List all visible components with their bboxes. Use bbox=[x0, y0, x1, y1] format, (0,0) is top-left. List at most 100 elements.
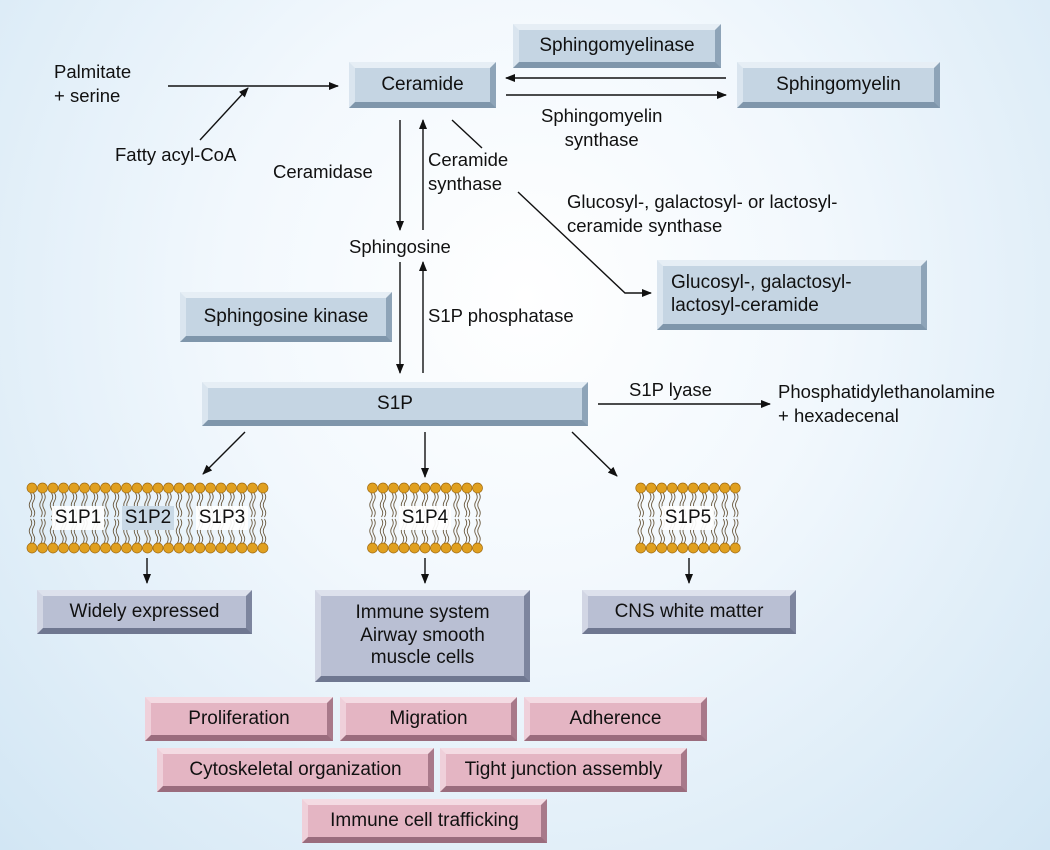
proliferation-box: Proliferation bbox=[145, 697, 333, 741]
lipid-tail bbox=[382, 492, 387, 518]
lipid-head bbox=[635, 482, 647, 494]
products-line2: + hexadecenal bbox=[778, 405, 899, 427]
lipid-tail bbox=[474, 518, 478, 544]
lipid-head bbox=[236, 542, 248, 554]
lipid-tail bbox=[31, 518, 36, 544]
lipid-tail bbox=[466, 492, 471, 518]
lipid-head bbox=[388, 482, 399, 494]
lipid-head bbox=[79, 482, 90, 494]
lipid-tail bbox=[637, 492, 641, 518]
receptor-s1p3: S1P3 bbox=[195, 506, 249, 530]
lipid-head bbox=[152, 542, 164, 554]
ceramidase-label: Ceramidase bbox=[273, 161, 373, 182]
lipid-head bbox=[173, 542, 185, 554]
lipid-head bbox=[472, 482, 483, 494]
lipid-tail bbox=[658, 492, 662, 518]
tight-junction-box: Tight junction assembly bbox=[440, 748, 687, 792]
palmitate-line1: Palmitate bbox=[54, 61, 132, 82]
lipid-tail bbox=[393, 492, 397, 518]
lipid-tail bbox=[28, 492, 33, 518]
lipid-head bbox=[184, 542, 195, 554]
lipid-head bbox=[110, 542, 122, 554]
lipid-head bbox=[215, 542, 227, 554]
lipid-head bbox=[131, 482, 143, 494]
lipid-head bbox=[110, 482, 122, 494]
line-ceramide-synthase bbox=[451, 119, 483, 149]
lipid-tail bbox=[453, 518, 457, 544]
lipid-tail bbox=[186, 518, 190, 544]
lipid-tail bbox=[42, 518, 46, 544]
lipid-head bbox=[367, 482, 378, 494]
lipid-head bbox=[440, 482, 452, 494]
lipid-tail bbox=[714, 518, 718, 544]
lipid-tail bbox=[732, 492, 736, 518]
lipid-tail bbox=[252, 492, 256, 518]
lipid-tail bbox=[390, 518, 394, 544]
membrane-s1p4: S1P4 bbox=[367, 482, 483, 554]
lipid-head bbox=[687, 482, 699, 494]
glycosyl-ceramide-line1: Glucosyl-, galactosyl- bbox=[671, 272, 852, 294]
products-label: Phosphatidylethanolamine + hexadecenal bbox=[778, 380, 995, 428]
lipid-head bbox=[461, 542, 473, 554]
lipid-tail bbox=[175, 492, 180, 518]
lipid-head bbox=[698, 482, 710, 494]
s1p-box: S1P bbox=[202, 382, 588, 426]
lipid-tail bbox=[735, 518, 739, 544]
lipid-head bbox=[698, 542, 710, 554]
lipid-head bbox=[440, 542, 452, 554]
cns-white-matter-box: CNS white matter bbox=[582, 590, 796, 634]
lipid-tail bbox=[102, 518, 106, 544]
lipid-tail bbox=[456, 492, 460, 518]
lipid-tail bbox=[249, 518, 253, 544]
ceramide-synthase-line1: Ceramide bbox=[428, 149, 509, 170]
sphingosine-kinase-box: Sphingosine kinase bbox=[180, 292, 392, 342]
lipid-head bbox=[142, 482, 153, 494]
lipid-head bbox=[409, 482, 420, 494]
lipid-tail bbox=[369, 518, 373, 544]
lipid-head bbox=[205, 542, 216, 554]
lipid-head bbox=[645, 482, 657, 494]
lipid-tail bbox=[372, 518, 376, 544]
lipid-tail bbox=[477, 518, 481, 544]
lipid-head bbox=[226, 482, 237, 494]
lipid-head bbox=[68, 482, 80, 494]
sphingomyelinase-box: Sphingomyelinase bbox=[513, 24, 721, 68]
lipid-tail bbox=[640, 518, 644, 544]
lipid-head bbox=[131, 542, 143, 554]
glycosyl-ceramide-line2: lactosyl-ceramide bbox=[671, 295, 819, 316]
lipid-tail bbox=[369, 492, 373, 518]
lipid-tail bbox=[39, 492, 43, 518]
lipid-tail bbox=[714, 492, 718, 518]
lipid-head bbox=[226, 542, 237, 554]
palmitate-line2: + serine bbox=[54, 85, 121, 107]
sphingosine-label: Sphingosine bbox=[349, 236, 451, 257]
sm-synthase-line1: Sphingomyelin bbox=[541, 105, 663, 126]
lipid-head bbox=[236, 482, 248, 494]
lipid-tail bbox=[651, 492, 655, 518]
lipid-head bbox=[430, 542, 441, 554]
lipid-head bbox=[257, 542, 269, 554]
lipid-head bbox=[215, 482, 227, 494]
lipid-tail bbox=[262, 518, 267, 544]
immune-line2: Airway smooth bbox=[360, 624, 485, 646]
lipid-head bbox=[121, 542, 132, 554]
lipid-tail bbox=[42, 492, 46, 518]
ceramide-synthase-line2: synthase bbox=[428, 173, 503, 195]
lipid-head bbox=[635, 542, 647, 554]
lipid-tail bbox=[372, 492, 376, 518]
lipid-head bbox=[26, 542, 38, 554]
lipid-tail bbox=[189, 492, 193, 518]
lipid-tail bbox=[453, 492, 457, 518]
lipid-head bbox=[677, 542, 689, 554]
lipid-head bbox=[388, 542, 399, 554]
lipid-head bbox=[152, 482, 164, 494]
lipid-head bbox=[247, 482, 258, 494]
lipid-head bbox=[451, 482, 462, 494]
ceramide-synthase-label: Ceramide synthase bbox=[428, 148, 508, 196]
lipid-tail bbox=[721, 492, 725, 518]
lipid-head bbox=[142, 542, 153, 554]
lipid-tail bbox=[112, 518, 117, 544]
lipid-head bbox=[47, 542, 59, 554]
lipid-tail bbox=[249, 492, 253, 518]
